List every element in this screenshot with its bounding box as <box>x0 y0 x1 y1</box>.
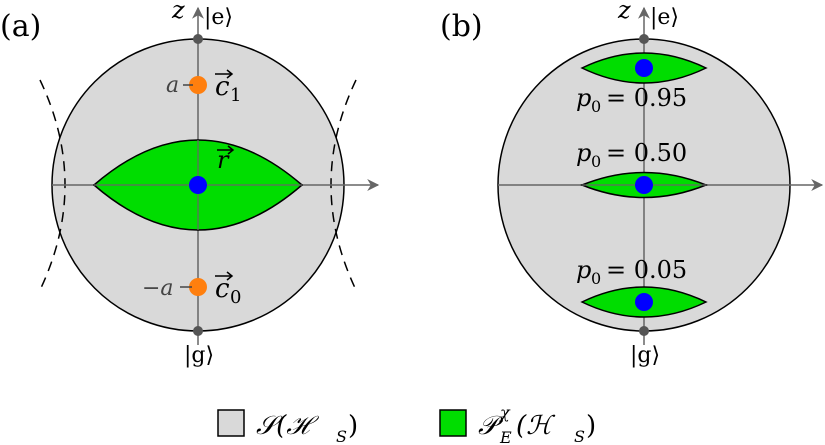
legend-state-space-swatch <box>217 409 245 437</box>
panel-b: (b) z |e⟩ |g⟩ p 0 = 0.95 p 0 = 0.50 <box>440 0 824 368</box>
p-value: = 0.50 <box>606 139 687 167</box>
panel-b-point-top <box>635 59 653 77</box>
panel-a-bottom-pole <box>193 326 203 336</box>
p-subscript: 0 <box>591 152 601 171</box>
legend-state-space-label: 𝒮(ℋ <box>256 411 319 441</box>
panel-b-bottom-state: |g⟩ <box>630 343 660 368</box>
panel-a-top-state: |e⟩ <box>204 5 233 30</box>
panel-b-point-middle <box>635 176 653 194</box>
legend-proj-space-arg: (ℋ <box>516 411 556 441</box>
p-symbol: p <box>576 139 591 167</box>
panel-b-z-label: z <box>617 0 631 24</box>
p-symbol: p <box>576 84 591 112</box>
panel-b-bottom-pole <box>639 326 649 336</box>
panel-a-r-point <box>189 176 207 194</box>
panel-a-c1-value: a <box>166 73 179 98</box>
panel-a-r-label: r <box>217 146 230 174</box>
p-symbol: p <box>576 256 591 284</box>
panel-b-p-label-095: p 0 = 0.95 <box>576 84 687 116</box>
panel-b-label: (b) <box>440 9 483 44</box>
panel-a-top-pole <box>193 34 203 44</box>
p-subscript: 0 <box>591 269 601 288</box>
legend-state-space-close: ) <box>348 411 358 441</box>
panel-a-c0-label: c <box>215 274 230 304</box>
panel-b-top-pole <box>639 34 649 44</box>
panel-a-c1-point <box>189 76 207 94</box>
panel-a-c0-arrow <box>215 271 234 281</box>
p-value: = 0.95 <box>606 84 687 112</box>
legend-proj-space-super: χ <box>499 403 511 422</box>
panel-b-p-label-050: p 0 = 0.50 <box>576 139 687 171</box>
panel-a: (a) z |e⟩ |g⟩ r a c 1 −a c <box>0 0 380 368</box>
panel-a-c1-arrow <box>215 69 234 79</box>
p-value: = 0.05 <box>606 256 687 284</box>
panel-b-point-bottom <box>635 293 653 311</box>
panel-a-r-arrow <box>217 145 235 155</box>
legend: 𝒮(ℋ S ) 𝒫 χ E (ℋ S ) <box>217 403 596 445</box>
panel-a-c1-label: c <box>215 72 230 102</box>
panel-a-bottom-state: |g⟩ <box>184 343 214 368</box>
panel-a-c0-point <box>189 278 207 296</box>
panel-a-c0-sub: 0 <box>230 287 241 308</box>
legend-state-space-sub: S <box>336 427 347 445</box>
legend-proj-space-sub: E <box>499 428 512 445</box>
legend-proj-space-close: ) <box>586 411 596 441</box>
panel-a-z-label: z <box>171 0 185 24</box>
panel-a-label: (a) <box>0 9 41 44</box>
panel-a-c0-value: −a <box>142 276 174 301</box>
p-subscript: 0 <box>591 97 601 116</box>
legend-proj-space-arg-sub: S <box>574 427 585 445</box>
panel-b-p-label-005: p 0 = 0.05 <box>576 256 687 288</box>
panel-a-c1-sub: 1 <box>230 85 241 106</box>
legend-proj-space-swatch <box>439 409 467 437</box>
panel-b-top-state: |e⟩ <box>650 5 679 30</box>
